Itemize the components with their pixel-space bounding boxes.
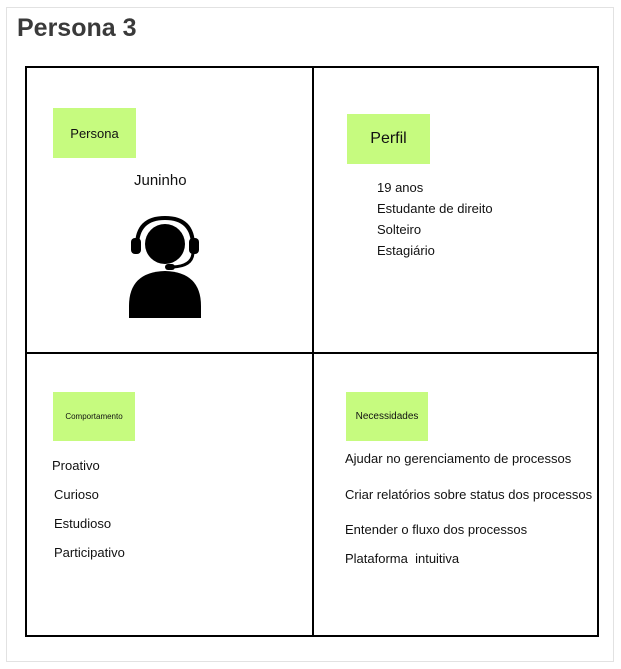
necessidades-item: Ajudar no gerenciamento de processos [345,451,572,466]
page-title: Persona 3 [17,14,137,42]
necessidades-item: Entender o fluxo dos processos [345,522,528,537]
perfil-item: Solteiro [377,222,422,237]
comportamento-item: Curioso [54,487,99,502]
comportamento-item: Estudioso [54,516,112,531]
sticky-persona-label: Persona [70,125,119,141]
person-headset-icon [129,215,201,318]
necessidades-item: Plataforma intuitiva [345,551,460,566]
sticky-perfil-label: Perfil [370,130,407,147]
comportamento-item: Proativo [52,458,100,473]
sticky-perfil: Perfil [347,114,430,164]
necessidades-item: Criar relatórios sobre status dos proces… [345,487,593,502]
grid-divider-vertical [312,68,314,635]
perfil-item: Estagiário [377,243,435,258]
sticky-comportamento-label: Comportamento [65,412,123,421]
sticky-necessidades: Necessidades [346,392,428,441]
persona-grid [25,66,599,637]
persona-name: Juninho [134,172,187,189]
grid-divider-horizontal [27,352,597,354]
sticky-comportamento: Comportamento [53,392,135,441]
perfil-item: 19 anos [377,180,424,195]
comportamento-item: Participativo [54,545,125,560]
sticky-persona: Persona [53,108,136,158]
sticky-necessidades-label: Necessidades [355,411,419,422]
perfil-item: Estudante de direito [377,201,493,216]
